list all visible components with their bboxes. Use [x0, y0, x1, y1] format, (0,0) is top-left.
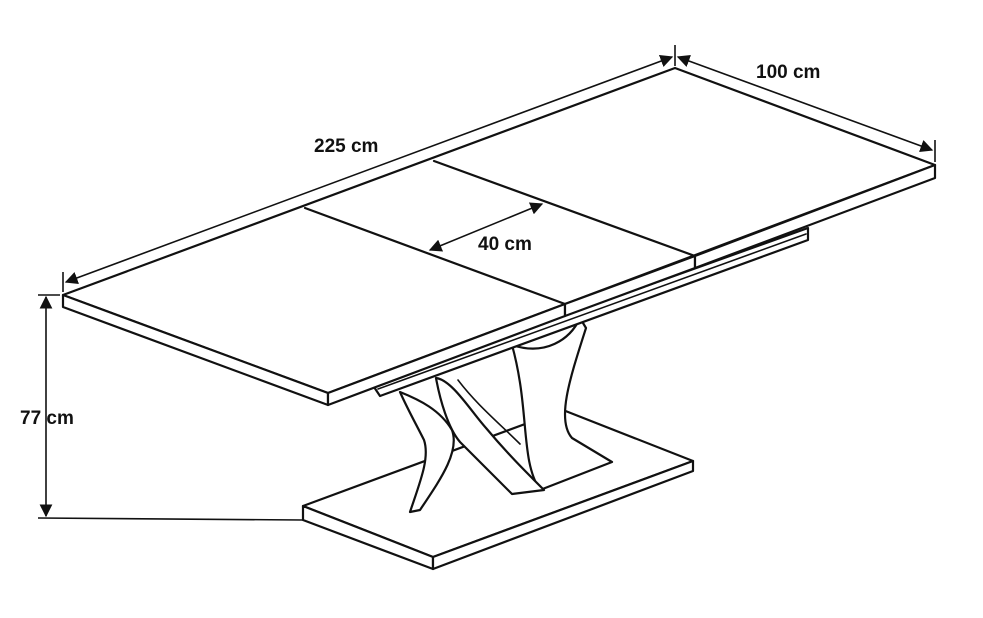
x-leg-front-left [398, 390, 455, 514]
x-leg-back [510, 316, 614, 492]
height-label: 77 cm [20, 408, 74, 429]
depth-label: 100 cm [756, 62, 820, 83]
x-leg-front-main [434, 376, 546, 496]
dimension-height: 77 cm [20, 294, 304, 521]
extension-label: 40 cm [478, 234, 532, 255]
dimension-extension: 40 cm [428, 202, 544, 255]
base-plate [301, 408, 695, 571]
dimension-length: 225 cm [62, 45, 676, 292]
dimension-depth: 100 cm [676, 54, 936, 162]
length-label: 225 cm [314, 136, 378, 157]
